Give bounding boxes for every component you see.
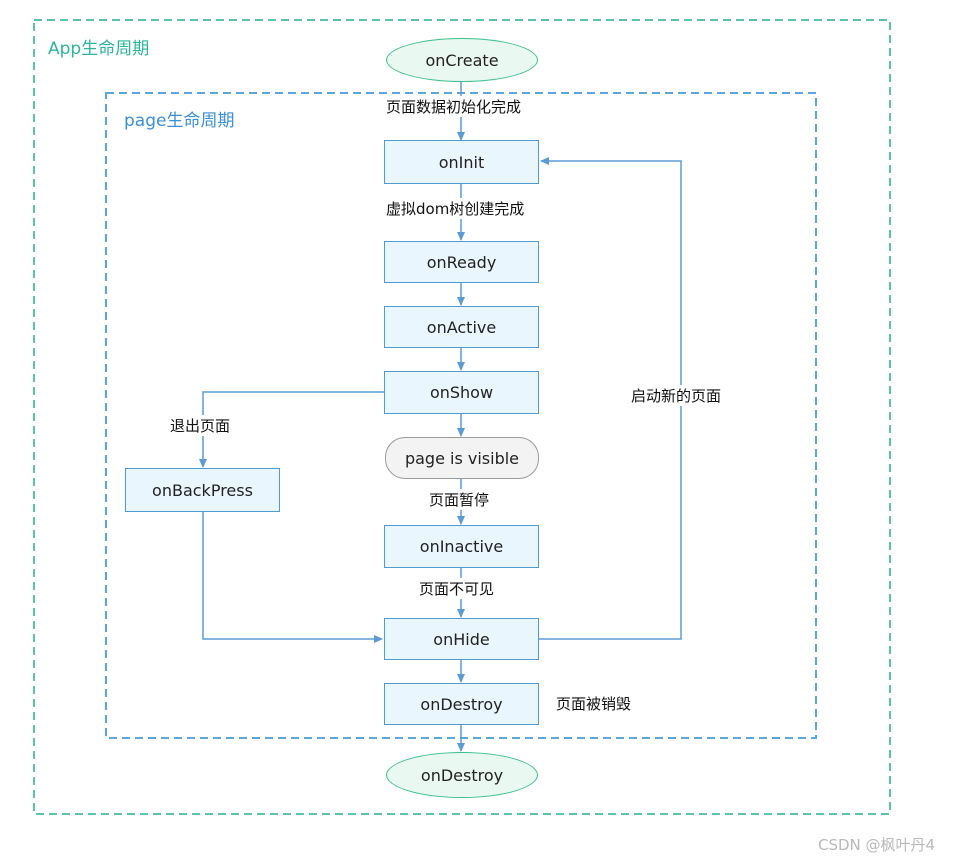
on-ready-node: onReady xyxy=(384,241,539,283)
on-init-node: onInit xyxy=(384,140,539,184)
label-page-destroyed: 页面被销毁 xyxy=(556,695,632,713)
app-lifecycle-container xyxy=(33,19,891,815)
edge-show-to-backpress xyxy=(199,391,384,468)
label-exit-page: 退出页面 xyxy=(167,415,234,436)
app-on-destroy-node: onDestroy xyxy=(386,752,538,798)
on-inactive-node: onInactive xyxy=(384,525,539,568)
on-hide-node: onHide xyxy=(384,618,539,660)
label-start-new-page: 启动新的页面 xyxy=(628,385,725,406)
csdn-watermark: CSDN @枫叶丹4 xyxy=(818,836,936,854)
label-page-invisible: 页面不可见 xyxy=(416,578,498,599)
on-back-press-node: onBackPress xyxy=(125,468,280,512)
label-page-pause: 页面暂停 xyxy=(426,489,493,510)
edge-backpress-to-hide xyxy=(202,512,383,643)
label-vdom-created: 虚拟dom树创建完成 xyxy=(383,198,528,219)
on-destroy-page-node: onDestroy xyxy=(384,683,539,725)
page-lifecycle-label: page生命周期 xyxy=(124,111,235,131)
app-on-create-node: onCreate xyxy=(386,38,538,82)
page-visible-state: page is visible xyxy=(385,437,539,479)
label-data-init-done: 页面数据初始化完成 xyxy=(383,96,525,117)
on-show-node: onShow xyxy=(384,371,539,414)
on-active-node: onActive xyxy=(384,306,539,348)
app-lifecycle-label: App生命周期 xyxy=(48,39,150,59)
